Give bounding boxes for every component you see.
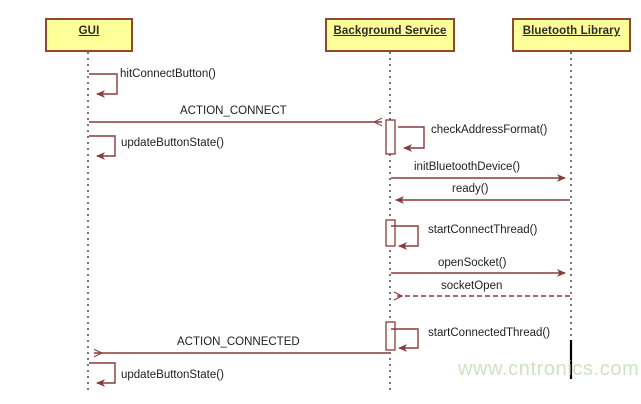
participant-box-background-service[interactable]: Background Service [325, 18, 455, 52]
message-label-opensocket: openSocket() [438, 257, 507, 269]
message-label-hitconnectbutton: hitConnectButton() [120, 68, 216, 80]
participant-box-gui[interactable]: GUI [45, 18, 133, 52]
participant-box-bluetooth-library[interactable]: Bluetooth Library [512, 18, 631, 52]
message-label-startconnectedthread: startConnectedThread() [428, 327, 551, 339]
message-label-action-connect: ACTION_CONNECT [180, 105, 287, 117]
watermark-text: www.cntronics.com [458, 358, 640, 380]
participant-label-background-service: Background Service [333, 25, 447, 37]
message-arrow-updatebuttonstate-2 [89, 362, 116, 387]
message-arrow-startconnectedthread [391, 328, 419, 352]
message-label-initbluetoothdevice: initBluetoothDevice() [414, 161, 521, 173]
message-arrow-startconnectthread [391, 225, 419, 250]
activation-bar-service-3 [385, 321, 396, 351]
message-arrow-hitconnectbutton [89, 73, 118, 98]
message-arrow-updatebuttonstate-1 [89, 135, 116, 160]
message-label-checkaddressformat: checkAddressFormat() [431, 124, 548, 136]
message-label-updatebuttonstate-1: updateButtonState() [121, 137, 224, 149]
participant-label-bluetooth-library: Bluetooth Library [522, 25, 621, 37]
message-label-updatebuttonstate-2: updateButtonState() [121, 369, 224, 381]
message-arrow-checkaddressformat [398, 126, 425, 152]
activation-bar-service-1 [385, 119, 396, 155]
activation-bar-service-2 [385, 219, 396, 247]
message-label-action-connected: ACTION_CONNECTED [177, 336, 300, 348]
message-label-ready: ready() [452, 183, 489, 195]
participant-label-gui: GUI [78, 25, 100, 37]
message-label-startconnectthread: startConnectThread() [428, 224, 538, 236]
message-label-socketopen: socketOpen [441, 280, 503, 292]
